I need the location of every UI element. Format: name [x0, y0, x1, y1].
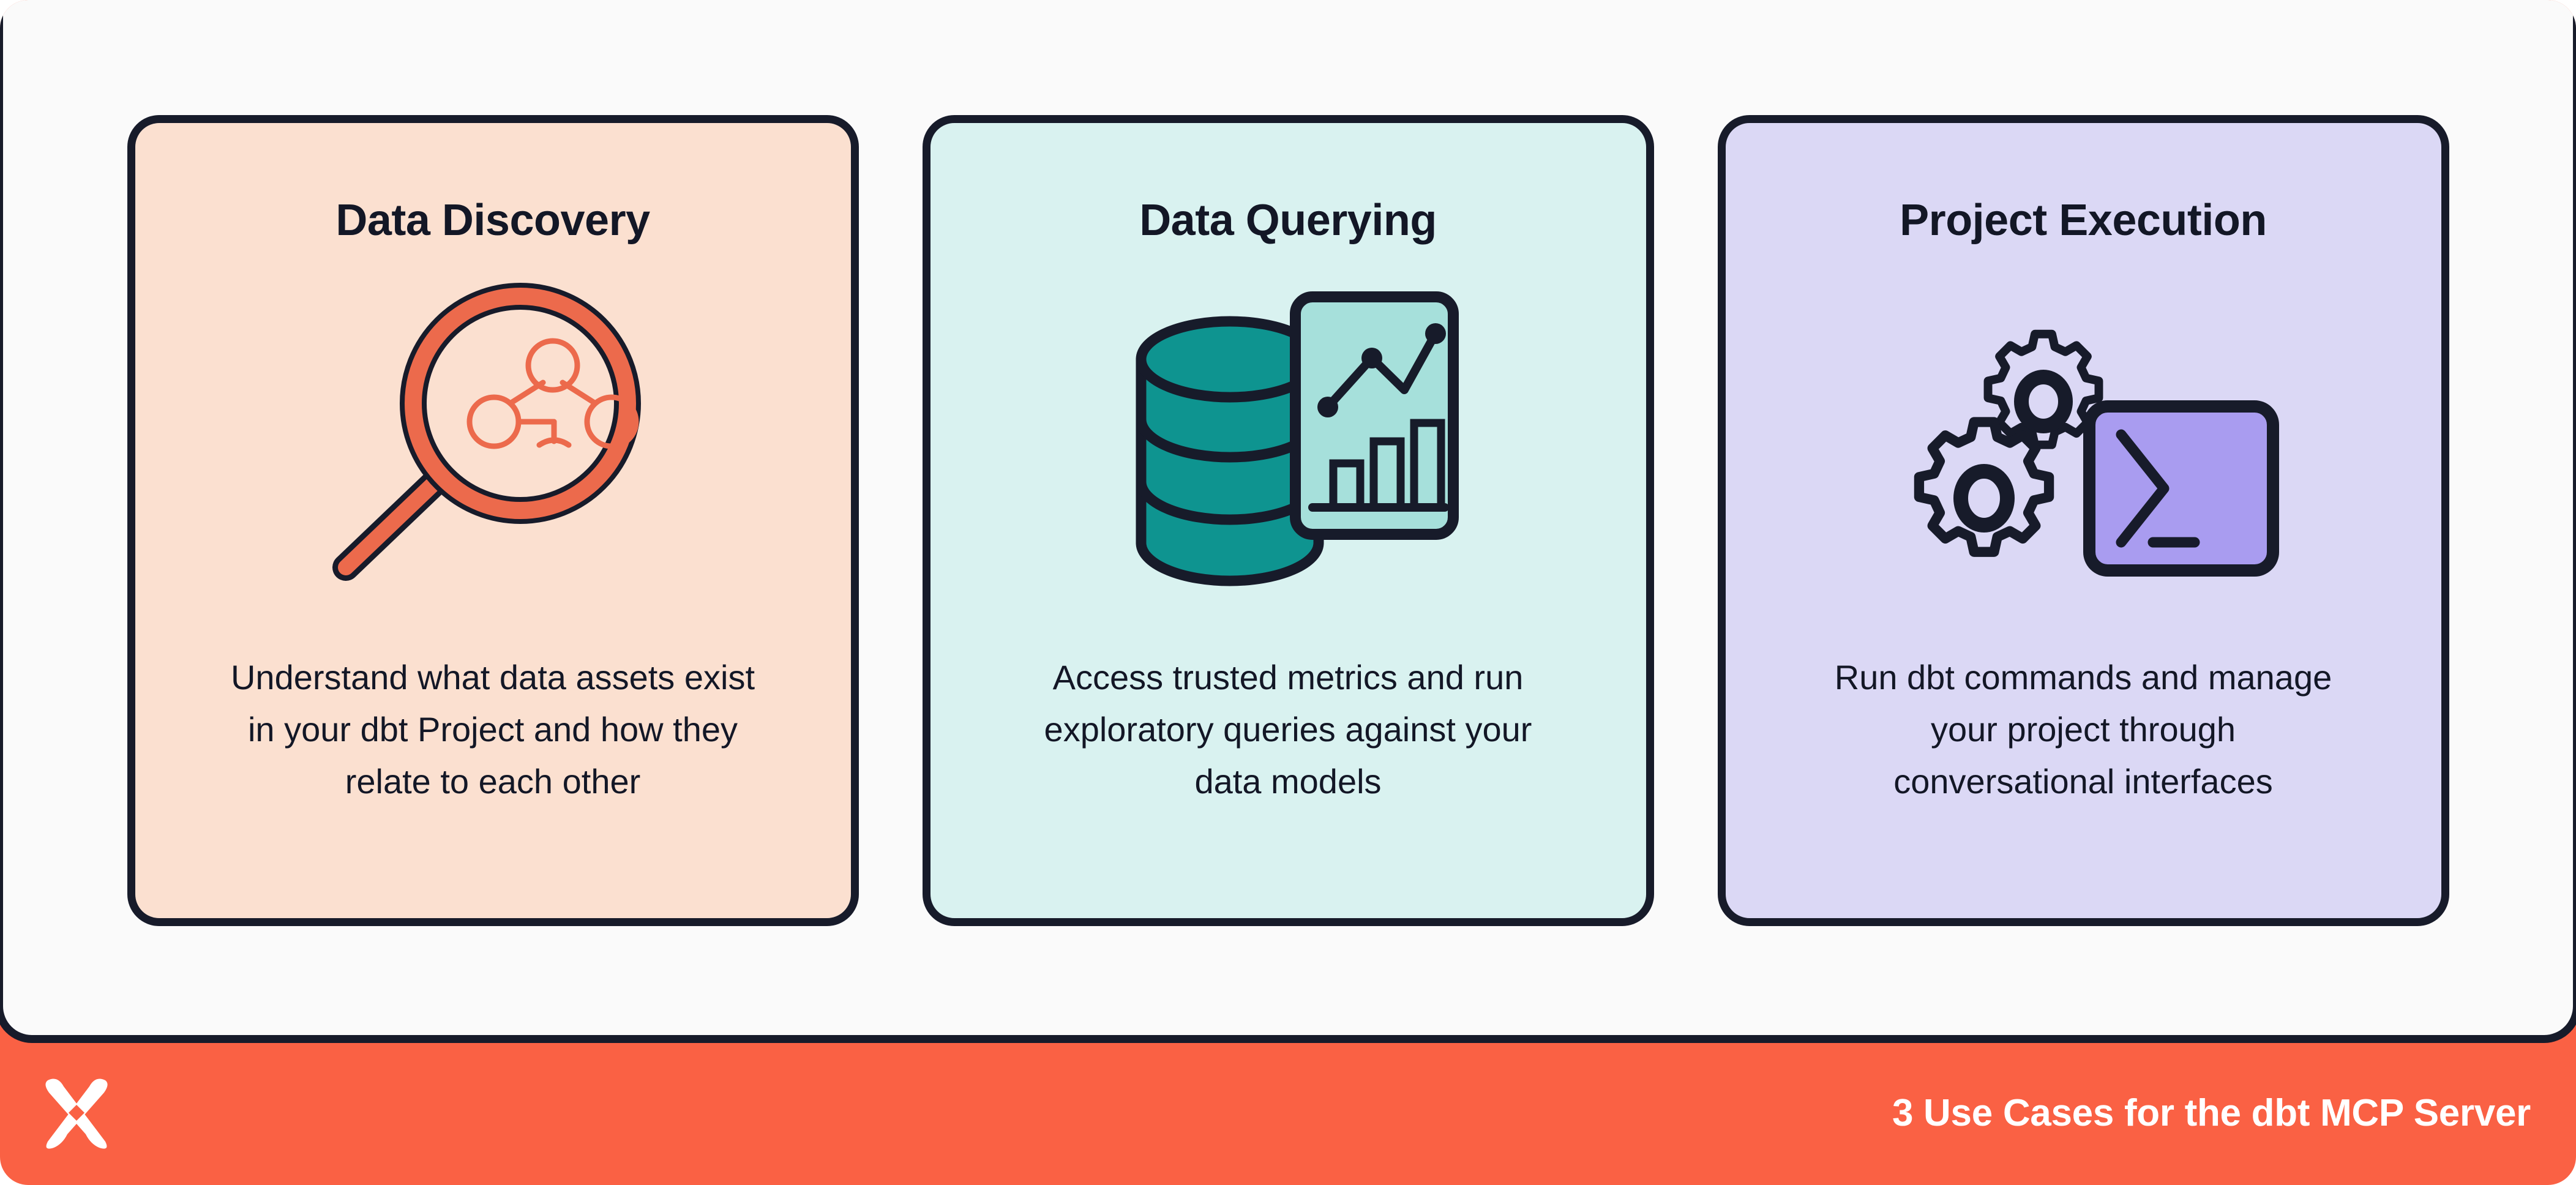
card-title: Data Discovery: [335, 195, 650, 245]
card-title: Project Execution: [1900, 195, 2267, 245]
database-chart-icon: [959, 239, 1618, 651]
dbt-logo-icon[interactable]: [37, 1073, 116, 1153]
footer-title: 3 Use Cases for the dbt MCP Server: [1892, 1091, 2531, 1134]
card-project-execution[interactable]: Project Execution: [1717, 114, 2449, 926]
magnifier-lineage-icon: [163, 239, 823, 651]
gears-terminal-icon: [1754, 239, 2413, 651]
footer-bar: 3 Use Cases for the dbt MCP Server: [0, 1041, 2576, 1185]
cards-container: Data Discovery: [127, 114, 2449, 926]
card-data-querying[interactable]: Data Querying: [922, 114, 1654, 926]
card-data-discovery[interactable]: Data Discovery: [127, 114, 859, 926]
card-title: Data Querying: [1139, 195, 1437, 245]
card-body: Run dbt commands and manage your project…: [1834, 658, 2332, 801]
card-body: Access trusted metrics and run explorato…: [1044, 658, 1532, 801]
card-body: Understand what data assets exist in you…: [230, 658, 755, 801]
